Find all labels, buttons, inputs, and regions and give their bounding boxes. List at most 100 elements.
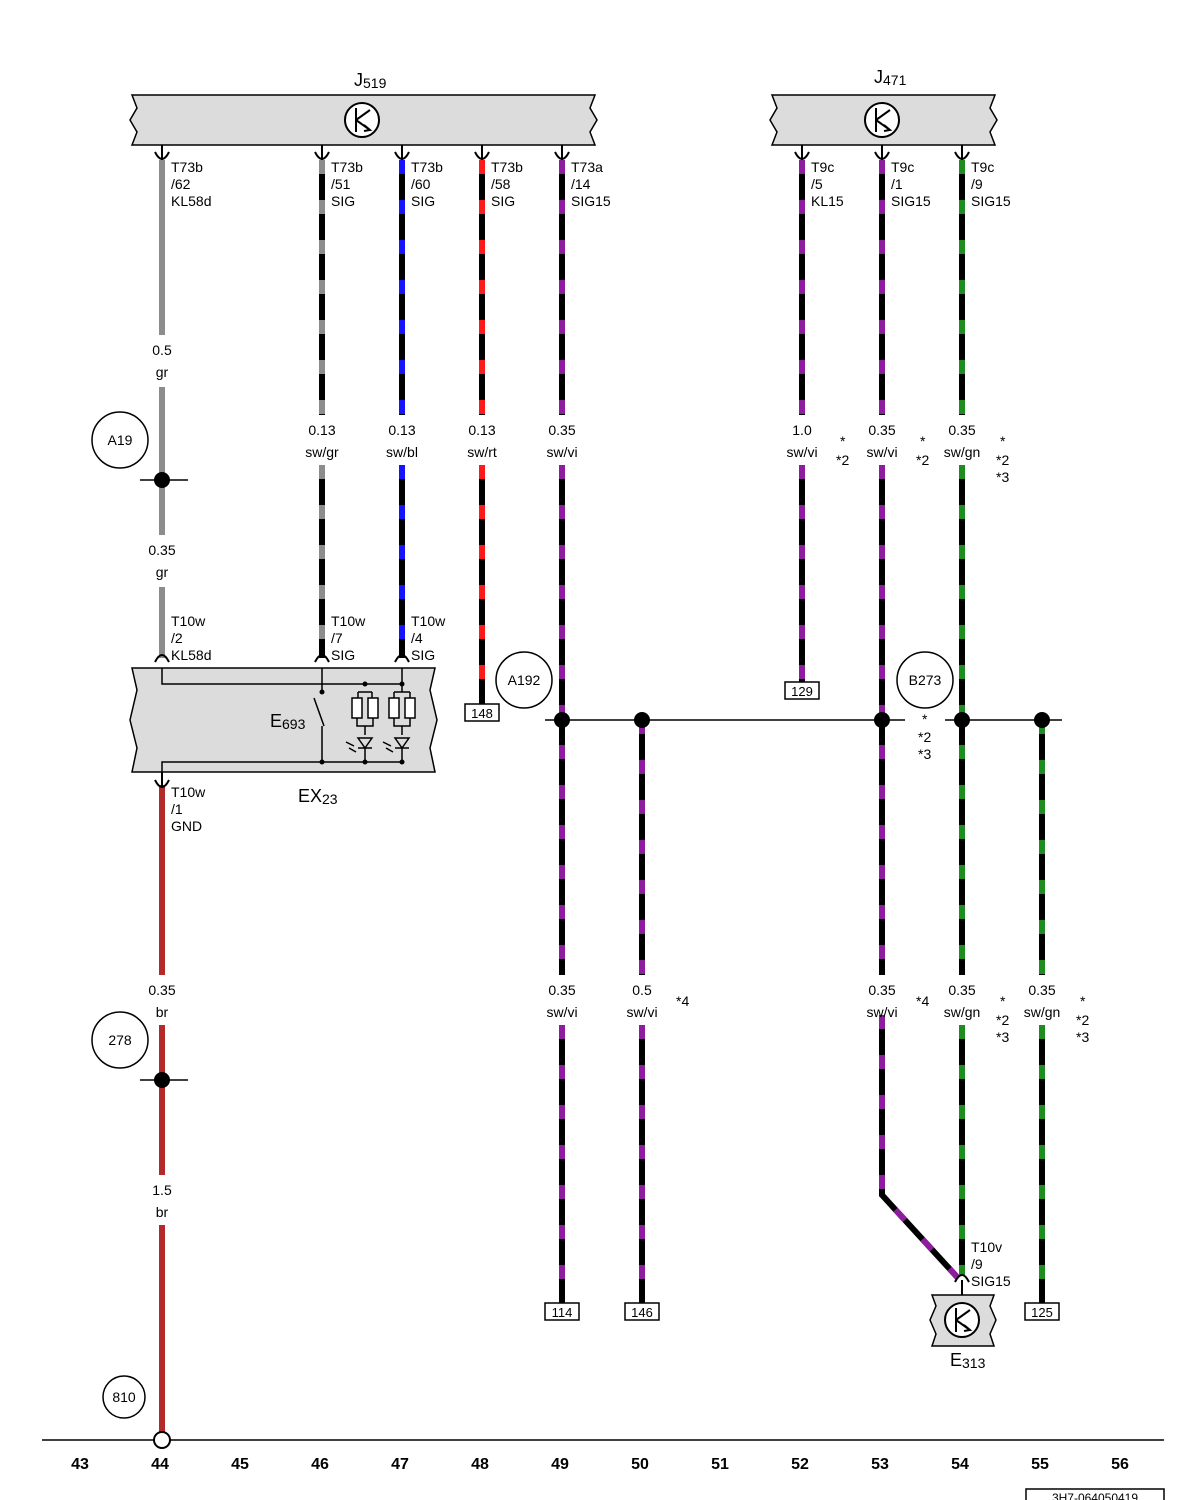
ref-box-label: 129 [791,684,813,699]
component-j519[interactable]: J519 [129,70,598,146]
ref-boxes: 148 129 114 146 125 [464,681,1060,1321]
footnote-mark: *4 [916,993,929,1009]
component-e313[interactable]: E313 [929,1274,997,1371]
splice-dot [154,472,170,488]
splice-dots [154,472,1050,1088]
ref-circle-label: A192 [508,672,541,688]
e693-label: E693 [270,711,306,732]
ref-box [544,1302,580,1321]
splice-dot [554,712,570,728]
splice-dot [954,712,970,728]
footnote-mark: *2 [996,452,1009,468]
ref-circle-label: 810 [112,1389,136,1405]
wire-sw-vi-53-bot [879,1015,961,1281]
footnote-mark: *2 [1076,1012,1089,1028]
column-number: 52 [791,1456,809,1473]
footnotes: * *2 * *2 * *2 *3 * *2 *3 *4 *4 * *2 *3 … [676,433,1089,1045]
ref-circle [91,411,149,469]
splice-dot [1034,712,1050,728]
component-ex23[interactable]: E693 EX23 [129,667,438,807]
ex23-body [129,667,438,773]
column-number: 55 [1031,1456,1049,1473]
ref-box-label: 148 [471,706,493,721]
transistor-icon [944,1302,980,1338]
footnote-mark: * [922,711,928,727]
wires [140,160,1062,1432]
column-number: 53 [871,1456,889,1473]
circle-refs: A19 278 810 A192 B273 [91,411,954,1419]
ex23-internal-circuit [161,668,416,772]
footnote-mark: * [1000,993,1006,1009]
column-number: 47 [391,1456,409,1473]
ref-box [784,681,820,700]
ref-box-label: 125 [1031,1305,1053,1320]
ref-box-label: 114 [552,1305,573,1320]
ground-terminal [153,1431,171,1449]
footnote-mark: *2 [996,1012,1009,1028]
column-number: 51 [711,1456,729,1473]
splice-dot [874,712,890,728]
splice-dot [154,1072,170,1088]
footnote-mark: * [1080,993,1086,1009]
column-number: 56 [1111,1456,1129,1473]
ref-box [1024,1302,1060,1321]
column-number: 43 [71,1456,89,1473]
doc-id: 3H7-064050419 [1052,1491,1138,1500]
footnote-mark: * [840,433,846,449]
transistor-icon [344,102,380,138]
transistor-icon [355,108,373,132]
column-number: 49 [551,1456,569,1473]
transistor-icon [875,108,893,132]
ref-circle-label: A19 [108,432,133,448]
doc-id-box [1025,1488,1165,1500]
ref-circle [91,1011,149,1069]
footnote-mark: * [1000,433,1006,449]
ref-box-label: 146 [631,1305,653,1320]
footnote-mark: *3 [918,746,931,762]
j471-label: J471 [874,67,907,88]
ref-circle [896,651,954,709]
ref-circle [102,1375,146,1419]
column-number: 46 [311,1456,329,1473]
transistor-icon [864,102,900,138]
connector-hooks-top [154,145,970,160]
connector-hooks-ex23 [154,654,410,788]
column-number: 48 [471,1456,489,1473]
component-j471[interactable]: J471 [769,67,998,146]
e313-label: E313 [950,1350,986,1371]
splice-dot [634,712,650,728]
column-number: 45 [231,1456,249,1473]
transistor-icon [955,1308,973,1332]
ref-box [624,1302,660,1321]
footnote-mark: *3 [1076,1029,1089,1045]
footnote-mark: *2 [836,452,849,468]
